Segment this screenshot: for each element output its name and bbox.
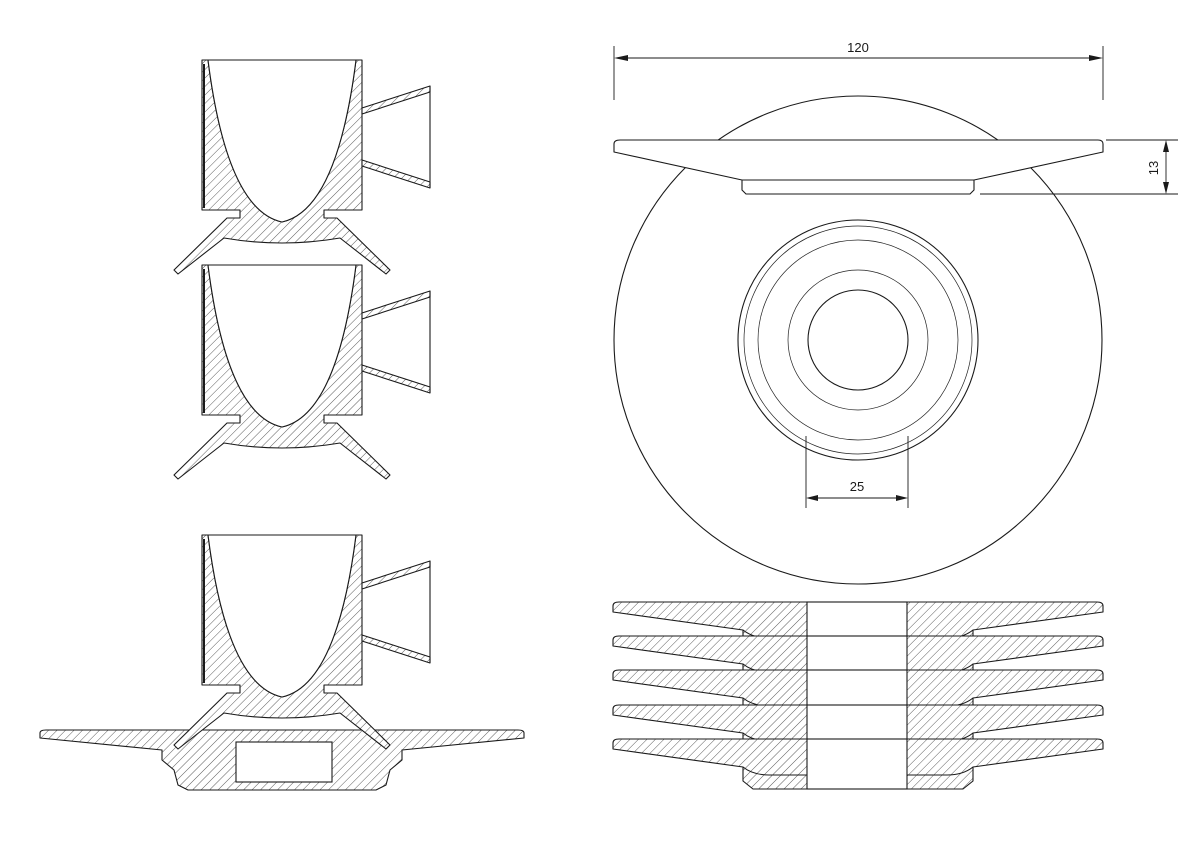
saucer-plan-outline [613,95,1103,585]
dimension-height-label: 13 [1146,161,1161,175]
cup-top [173,59,431,275]
dimension-height: 13 [980,139,1178,195]
dimension-hole: 25 [805,436,909,508]
saucer-plan-well [737,219,979,461]
saucer-plan-hole [807,289,909,391]
dimension-hole-label: 25 [850,479,864,494]
saucer-elevation [613,139,1104,195]
stacked-saucer-5 [612,738,1104,790]
cup-bottom [173,534,431,750]
saucer-under-cup [39,729,525,791]
cup-middle [173,264,431,480]
dimension-width-label: 120 [847,40,869,55]
dimension-width: 120 [613,40,1104,100]
